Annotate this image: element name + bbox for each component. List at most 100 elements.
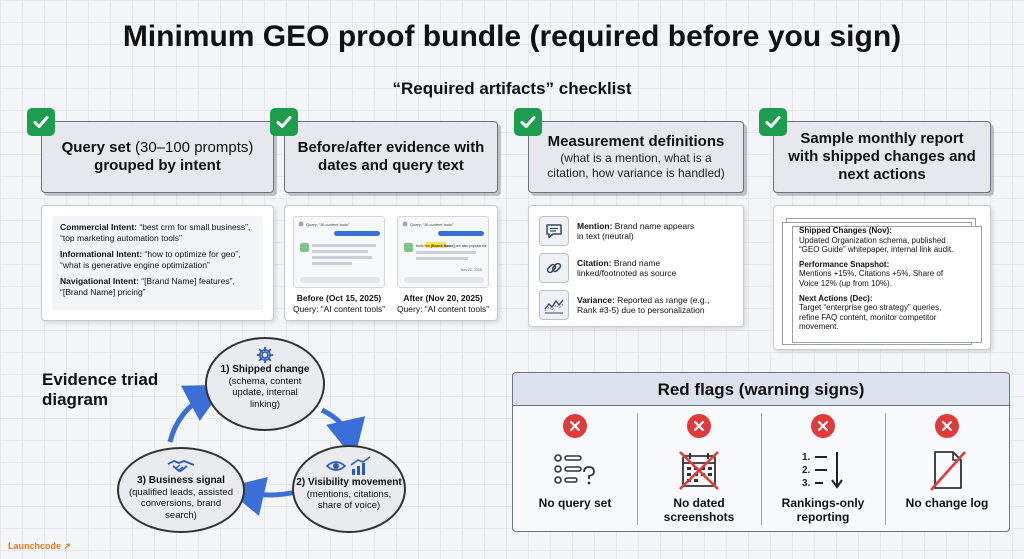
triad-node-business-signal: 3) Business signal (qualified leads, ass… <box>117 447 245 533</box>
red-flag-label: No change log <box>885 496 1009 510</box>
check-icon <box>270 108 298 136</box>
divider <box>885 413 886 525</box>
definition-row: Variance: Reported as range (e.g., Rank … <box>539 288 735 322</box>
arrow-right <box>320 407 366 460</box>
link-icon <box>539 253 569 283</box>
node-line: linking) <box>249 398 281 410</box>
close-icon <box>811 414 835 438</box>
triad-title-line2: diagram <box>42 390 109 409</box>
chat-bubble-icon <box>539 216 569 246</box>
check-icon <box>27 108 55 136</box>
after-query-label: Query: “AI content tools” <box>410 222 454 227</box>
definition-line: linked/footnoted as source <box>577 268 677 278</box>
page-title: Minimum GEO proof bundle (required befor… <box>122 20 902 53</box>
list-item: Commercial Intent: “best crm for small b… <box>60 222 255 243</box>
chat-mockup-icon: Query: “AI content tools” tools like [Br… <box>402 221 487 283</box>
definition-line: Brand name appears <box>612 220 695 231</box>
after-caption-query: Query: “AI content tools” <box>396 304 490 314</box>
intent-label: Informational Intent: <box>60 249 143 259</box>
definition-line: Reported as range (e.g., <box>614 294 710 305</box>
query-text: “what is generative engine optimization” <box>60 259 210 270</box>
checklist-heading: “Required artifacts” checklist <box>392 79 632 98</box>
query-text: “[Brand Name] pricing” <box>60 286 146 297</box>
node-title: 2) Visibility movement <box>296 477 402 488</box>
report-line: Target “enterprise geo strategy” queries… <box>799 303 942 313</box>
red-flag-no-change-log: No change log <box>885 406 1009 531</box>
node-title: 3) Business signal <box>137 475 225 486</box>
close-icon <box>687 414 711 438</box>
close-icon <box>935 414 959 438</box>
report-heading: Next Actions (Dec): <box>799 293 873 303</box>
report-sheet-front <box>792 226 982 343</box>
definition-text: Citation: Brand name linked/footnoted as… <box>577 258 676 279</box>
before-caption-title: Before (Oct 15, 2025) <box>296 293 382 303</box>
red-flag-line: Rankings-only <box>781 496 865 510</box>
query-text: “best crm for small business”, <box>137 222 251 232</box>
artifact-title-line2: dates and query text <box>318 157 464 174</box>
red-flag-line: reporting <box>796 510 850 524</box>
definition-term: Citation: <box>577 257 612 268</box>
node-line: (qualified leads, assisted <box>128 486 234 498</box>
svg-text:tools like [Brand Name] are al: tools like [Brand Name] are also popular… <box>416 244 487 248</box>
definition-row: Citation: Brand name linked/footnoted as… <box>539 251 735 285</box>
node-line: (mentions, citations, <box>306 488 392 500</box>
list-item: Informational Intent: “how to optimize f… <box>60 249 255 270</box>
report-line: movement. <box>799 322 839 332</box>
definition-text: Mention: Brand name appears in text (neu… <box>577 221 694 242</box>
ranked-list-icon: 1.2.3. <box>802 452 843 489</box>
artifact-title-line2: with shipped changes and <box>788 148 976 165</box>
crossed-document-icon <box>930 451 966 491</box>
report-heading: Shipped Changes (Nov): <box>799 226 892 235</box>
report-line: Updated Organization schema, published <box>799 235 946 245</box>
list-item: Navigational Intent: “[Brand Name] featu… <box>60 276 255 297</box>
report-line: refine FAQ content, monitor competitor <box>799 312 937 322</box>
definition-line: in text (neutral) <box>577 231 634 241</box>
list-question-icon <box>554 454 595 485</box>
after-snippet-pre: tools like <box>416 244 431 248</box>
query-set-panel: Commercial Intent: “best crm for small b… <box>41 205 274 321</box>
artifact-title-light: (30–100 prompts) <box>130 139 254 156</box>
brand-name: Launchcode <box>8 541 62 551</box>
triad-arrows <box>167 384 366 516</box>
query-text: “[Brand Name] features”, <box>138 276 235 286</box>
before-caption-query: Query: “AI content tools” <box>292 304 386 314</box>
triad-title: Evidence triad diagram <box>42 370 158 410</box>
artifact-title-line1: Before/after evidence with <box>297 139 485 156</box>
report-content: Shipped Changes (Nov): Updated Organizat… <box>799 226 989 337</box>
chat-mockup-icon: Query: “AI content tools” <box>298 221 380 283</box>
eye-chart-icon <box>325 456 371 475</box>
red-flag-line: No query set <box>538 496 612 510</box>
triad-node-shipped-change: 1) Shipped change (schema, content updat… <box>205 337 325 431</box>
report-section: Performance Snapshot: Mentions +15%, Cit… <box>799 260 989 289</box>
rank-number: 2. <box>802 465 811 476</box>
artifact-title: Query set (30–100 prompts) <box>62 139 254 157</box>
before-caption: Before (Oct 15, 2025) Query: “AI content… <box>287 293 391 315</box>
brand-highlight: [Brand Name] <box>431 244 455 248</box>
close-icon <box>563 414 587 438</box>
report-heading: Performance Snapshot: <box>799 259 890 269</box>
rank-number: 1. <box>802 452 811 463</box>
query-text: “how to optimize for geo”, <box>142 249 241 259</box>
artifact-title-bold: Query set <box>61 139 131 156</box>
query-text: “top marketing automation tools” <box>60 232 182 243</box>
before-after-panel: Query: “AI content tools” Query: “AI con… <box>284 205 498 321</box>
node-line: (schema, content <box>228 375 302 387</box>
node-line: share of voice) <box>317 500 381 511</box>
artifact-measurement-box: Measurement definitions (what is a menti… <box>528 121 744 193</box>
definition-line: Rank #3-5) due to personalization <box>577 305 705 315</box>
red-flag-line: No change log <box>905 496 989 510</box>
definition-row: Mention: Brand name appears in text (neu… <box>539 214 735 248</box>
intent-label: Commercial Intent: <box>60 222 137 232</box>
definition-term: Mention: <box>577 220 613 231</box>
before-query-label: Query: “AI content tools” <box>306 222 350 227</box>
triad-node-visibility: 2) Visibility movement (mentions, citati… <box>292 445 406 533</box>
node-line: search) <box>165 509 197 521</box>
rocket-icon: ➚ <box>61 541 72 551</box>
report-line: Voice 12% (up from 10%). <box>799 278 892 288</box>
brand-logo: Launchcode ➚ <box>8 541 71 552</box>
report-panel <box>773 205 991 350</box>
arrow-left <box>167 384 226 443</box>
